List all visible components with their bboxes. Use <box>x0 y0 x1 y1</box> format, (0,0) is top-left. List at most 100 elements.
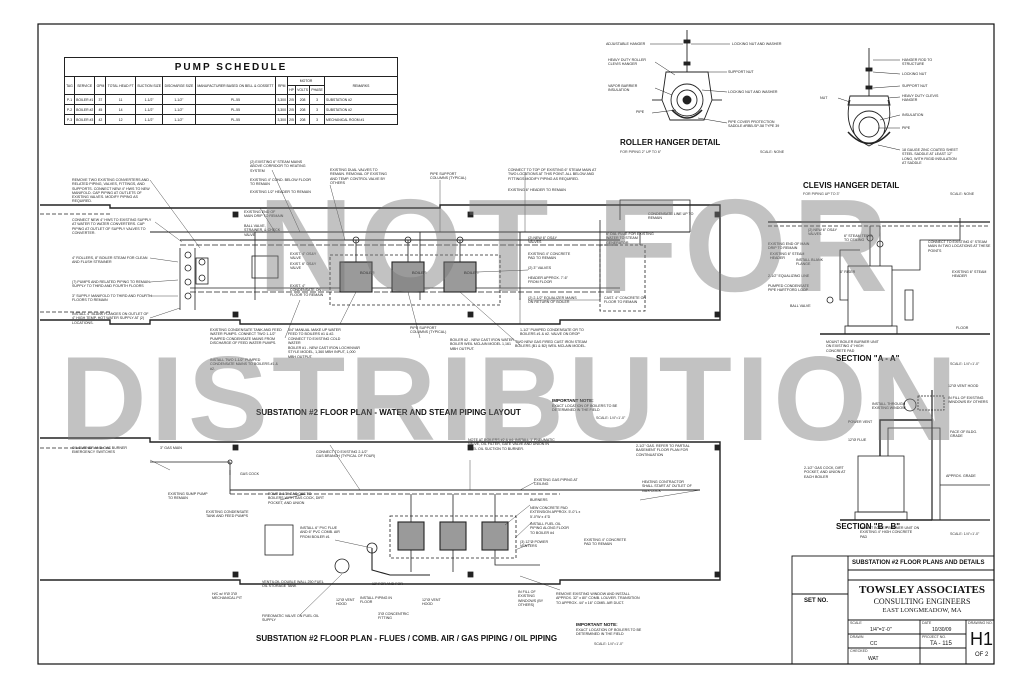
col-motor: MOTOR <box>287 76 325 86</box>
tb-drawing-number: H1 <box>970 629 994 649</box>
roller-callout: PIPE COVER PROTECTION SADDLE #RBB-SP-58 … <box>728 120 780 129</box>
plan-water-callout: EXIST. 4" CONDENSATE ON FLOOR TO REMAIN <box>290 284 324 297</box>
section-b-callout: 12"Ø VENT HOOD <box>948 384 979 388</box>
cell: 3 <box>309 104 325 115</box>
cell: 3 <box>309 94 325 105</box>
section-b-scale: SCALE: 1/4"=1'-0" <box>950 532 980 536</box>
cell: 1-1/2" <box>162 104 196 115</box>
col-volts: VOLTS <box>294 85 311 95</box>
firm-subtitle: CONSULTING ENGINEERS <box>873 597 971 606</box>
tb-checked-label: CHECKED <box>850 649 868 653</box>
section-b-callout: INSTALL THROUGH EXISTING WINDOW <box>872 402 906 411</box>
roller-hanger-title: ROLLER HANGER DETAIL <box>620 138 721 147</box>
tb-date-value: 10/30/09 <box>932 627 952 633</box>
cell: 42 <box>94 114 107 125</box>
cell: PL-55 <box>194 94 277 105</box>
cell: 208 <box>294 104 311 115</box>
cell: 1-1/2" <box>134 114 164 125</box>
plan-water-callout: EXISTING 4" CONCRETE PAD TO REMAIN <box>528 252 571 261</box>
pump-schedule-title: PUMP SCHEDULE <box>64 57 398 76</box>
cell: 2/5 <box>287 114 296 125</box>
boiler-2-graphic <box>391 261 425 293</box>
clevis-callout: HANGER ROD TO STRUCTURE <box>902 58 933 67</box>
section-b-callout: 12"Ø FLUE <box>848 438 867 442</box>
clevis-callout: 18 GAUGE ZINC COATED SHEET STEEL SADDLE … <box>902 148 958 165</box>
section-b-callout: 2-1/2" GAS COCK, DIRT POCKET, AND UNION … <box>804 466 846 479</box>
plan-flues-callout: REMOVE EXISTING WINDOW AND INSTALL APPRO… <box>556 592 640 605</box>
plan-flues-callout: 3"Ø CONCENTRIC FITTING <box>378 612 410 621</box>
plan-flues-callout: NEW CONCRETE PAD EXTENSION APPROX. 5'-0"… <box>530 506 581 519</box>
plan-water-callout: EXIST. 4" OS&Y VALVE <box>290 252 317 261</box>
plan-water-callout: PIPE SUPPORT COLUMNS (TYPICAL) <box>410 326 447 335</box>
plan-flues-callout: EXISTING 4" CONCRETE PAD TO REMAIN <box>584 538 627 547</box>
col-rpm: RPM <box>275 76 289 95</box>
boiler-label: BOILER <box>412 270 427 275</box>
section-a-callout: 6" STEAM TEE-O TO CEILING <box>844 234 873 243</box>
plan-water-callout: (2) NEW 6" OS&Y VALVES <box>528 236 557 245</box>
plan-flues-callout: BURNERS <box>530 498 548 502</box>
section-a-callout: MOUNT BOILER BURNER UNIT ON EXISTING 4" … <box>826 340 879 353</box>
plan-water-callout: 6" DIA. FLUE FOR EXISTING WATER TO STEAM… <box>606 232 654 245</box>
pump-schedule-table: TAG SERVICE GPM TOTAL HEAD FT SUCTION SI… <box>64 76 398 125</box>
table-row: P-3 BOILER #3 42 12 1-1/2" 1-1/2" PL-55 … <box>64 114 398 125</box>
cell: 208 <box>294 114 311 125</box>
misc-callout: 2-1/2" GAS. REFER TO PARTIAL BASEMENT FL… <box>636 444 690 457</box>
plan-water-callout: CONNECT TO TOP OF EXISTING 6" STEAM MAIN… <box>508 168 597 181</box>
cell: P-1 <box>64 94 75 105</box>
roller-hanger-graphic <box>650 30 730 124</box>
section-a-callout: 6" RISER <box>840 270 856 274</box>
roller-callout: LOCKING NUT AND WASHER <box>732 42 782 46</box>
plan-flues-callout: EXISTING SUMP PUMP TO REMAIN <box>168 492 208 501</box>
tb-checked-value: WAT <box>868 656 879 662</box>
roller-callout: PIPE <box>636 110 645 114</box>
plan-water-callout: BOILER #2 - NEW CAST IRON WATER BOILER W… <box>450 338 514 351</box>
cell: 45 <box>94 104 107 115</box>
plan-flues-callout: H/C w/ 9"Ø 3"Ø MECHANICAL PIT <box>212 592 243 601</box>
clevis-callout: INSULATION <box>902 113 924 117</box>
tb-sheet-count: OF 2 <box>975 652 989 658</box>
plan-water-callout: 3/4" MANUAL MAKE UP WATER FEED TO BOILER… <box>288 328 341 345</box>
clevis-hanger-scale: SCALE: NONE <box>950 192 975 196</box>
roller-hanger-subtitle: FOR PIPING 2" UP TO 6" <box>620 150 662 154</box>
cell: BOILER #2 <box>73 104 96 115</box>
section-a-callout: INSTALL BLANK FLANGE <box>796 258 823 267</box>
cell: P-2 <box>64 104 75 115</box>
plan-water-callout: (2) EXISTING 6" STEAM MAINS ABOVE CORRID… <box>250 160 306 173</box>
plan-flues-callout: 3" GAS MAIN <box>160 446 182 450</box>
tb-project-label: PROJECT NO. <box>922 635 947 639</box>
table-row: P-1 BOILER #1 37 11 1-1/2" 1-1/2" PL-55 … <box>64 94 398 105</box>
watermark-line-2: DISTRIBUTION <box>60 332 962 466</box>
plan-flues-callout: GAS COCK <box>240 472 259 476</box>
plan-water-callout: (7) PUMPS AND RELATED PIPING TO REMAIN. … <box>72 280 151 289</box>
plan-water-callout: BALL VALVE, STRAINER, & CHECK VALVE <box>244 224 281 237</box>
plan-water-callout: INSTALL 4" BLANK FLANGES ON OUTLET OF 4"… <box>72 312 149 325</box>
tb-drawn-value: CC <box>870 641 878 647</box>
cell: 2/5 <box>287 94 296 105</box>
section-a-callout: BALL VALVE <box>790 304 811 308</box>
plan-flues-callout: VENTILOIL DOUBLE WALL 250 FUEL OIL STORA… <box>262 580 324 589</box>
section-b-callout: FACE OF BLDG. GRADE <box>950 430 978 439</box>
boiler-label: BOILER <box>360 270 375 275</box>
section-a-callout: PUMPED CONDENSATE PIPE HARTFORD LOOP <box>768 284 810 293</box>
tb-drawn-label: DRAWN <box>850 635 864 639</box>
sheet-border <box>37 23 995 665</box>
plan-flues-title: SUBSTATION #2 FLOOR PLAN - FLUES / COMB.… <box>256 634 558 643</box>
firm-name: TOWSLEY ASSOCIATES <box>858 584 986 596</box>
plan-water-note-text: EXACT LOCATION OF BOILERS TO BE DETERMIN… <box>552 404 618 413</box>
plan-water-callout: EXISTING 4" COND. BELOW FLOOR TO REMAIN <box>250 178 311 187</box>
cell: 3,300 <box>275 94 289 105</box>
clevis-hanger-subtitle: FOR PIPING UP TO 3" <box>803 192 840 196</box>
cell: 14 <box>105 104 136 115</box>
plan-flues-callout: OIL BURNER AND GAS BURNER EMERGENCY SWIT… <box>72 446 127 455</box>
clevis-callout: PIPE <box>902 126 911 130</box>
section-a-title: SECTION "A - A" <box>836 354 900 363</box>
section-a-graphic <box>768 218 990 335</box>
roller-callout: SUPPORT NUT <box>728 70 754 74</box>
plan-water-callout: 4" ROLLERS, 8" BOILER STEAM FOR CLEAN AN… <box>72 256 148 265</box>
plan-water-graphic <box>40 169 721 346</box>
cell: 3,300 <box>275 114 289 125</box>
plan-flues-callout: INSTALL PIPING IN FLOOR <box>360 596 392 605</box>
tb-date-label: DATE <box>922 621 932 625</box>
plan-water-callout: 1-1/2" PUMPED CONDENSATE OR TO BOILERS #… <box>520 328 584 337</box>
